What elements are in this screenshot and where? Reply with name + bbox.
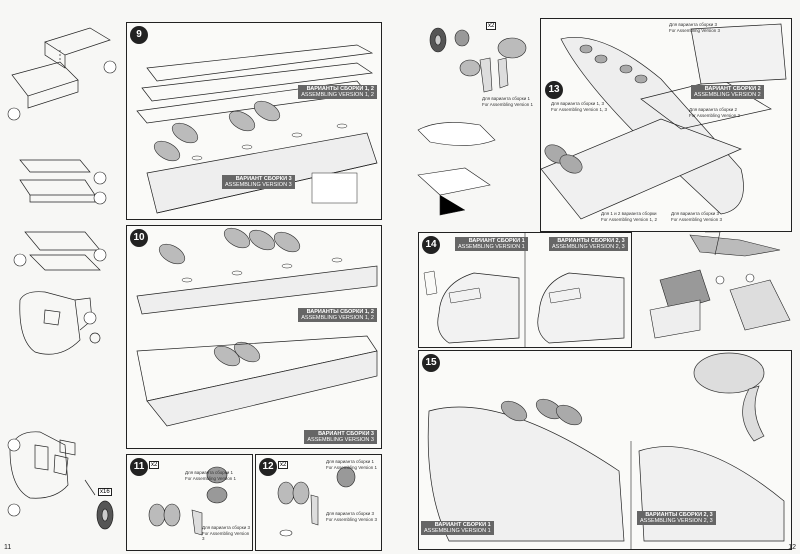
- left-page: x16 9: [4, 0, 401, 554]
- count-badge: x2: [149, 461, 160, 469]
- version-note: Для варианта сборки 3 For Assembling Ver…: [671, 211, 723, 222]
- version-banner: ВАРИАНТЫ СБОРКИ 2, 3 ASSEMBLING VERSION …: [637, 511, 716, 525]
- count-badge: x2: [278, 461, 289, 469]
- step-13-panel: 13 Для варианта сборки 3 For Assembling …: [540, 18, 792, 232]
- version-banner: ВАРИАНТ СБОРКИ 2 ASSEMBLING VERSION 2: [691, 85, 764, 99]
- step-11-drawing: [148, 466, 228, 536]
- version-banner: ВАРИАНТЫ СБОРКИ 2, 3 ASSEMBLING VERSION …: [549, 237, 628, 251]
- step-number: 15: [422, 354, 440, 372]
- step-13-drawing: [541, 23, 787, 220]
- step-9-panel: 9 ВАРИАНТЫ: [126, 22, 382, 220]
- page-number: 11: [4, 544, 12, 551]
- step-number: 9: [130, 26, 148, 44]
- version-note: Для варианта сборки 1, 3 For Assembling …: [551, 101, 608, 112]
- step-11-panel: 11 x2 Для варианта сборки 1 For Assembli…: [126, 454, 253, 551]
- version-banner: ВАРИАНТЫ СБОРКИ 1, 2 ASSEMBLING VERSION …: [298, 85, 377, 99]
- version-banner: ВАРИАНТ СБОРКИ 1 ASSEMBLING VERSION 1: [455, 237, 528, 251]
- page-number: 12: [788, 544, 796, 551]
- version-note: Для варианта сборки 3 For Assembling Ver…: [202, 525, 251, 541]
- version-banner: ВАРИАНТ СБОРКИ 3 ASSEMBLING VERSION 3: [304, 430, 377, 444]
- step-14-panel: 14 ВАРИАНТ СБОРКИ 1 ASSEMBLING VERSION 1…: [418, 232, 632, 348]
- step-15-panel: 15 ВАРИАНТ СБОРКИ 1 ASSEMBLING VERSION 1…: [418, 350, 792, 550]
- version-note: Для варианта сборки 1 For Assembling Ver…: [185, 470, 237, 481]
- right-margin-drawings: [417, 27, 527, 216]
- version-note: Для варианта сборки 1 For Assembling Ver…: [326, 459, 378, 470]
- version-banner: ВАРИАНТЫ СБОРКИ 1, 2 ASSEMBLING VERSION …: [298, 308, 377, 322]
- count-badge: x2: [486, 22, 497, 30]
- version-banner: ВАРИАНТ СБОРКИ 1 ASSEMBLING VERSION 1: [421, 521, 494, 535]
- left-margin-drawings: [7, 27, 117, 530]
- step-10-panel: 10 ВАРИАНТЫ СБОРКИ 1: [126, 225, 382, 449]
- step-number: 14: [422, 236, 440, 254]
- version-banner: ВАРИАНТ СБОРКИ 3 ASSEMBLING VERSION 3: [222, 175, 295, 189]
- step-number: 13: [545, 81, 563, 99]
- version-note: Для варианта сборки 1 For Assembling Ver…: [482, 96, 534, 107]
- version-note: Для варианта сборки 3 For Assembling Ver…: [669, 22, 721, 33]
- step-12-drawing: [277, 466, 356, 537]
- version-note: Для варианта сборки 2 For Assembling Ver…: [689, 107, 741, 118]
- count-badge: x16: [98, 488, 112, 496]
- step-number: 10: [130, 229, 148, 247]
- version-note: Для 1 и 2 варианта сборки For Assembling…: [601, 211, 658, 222]
- right-page: x2 Для варианта сборки 1 For Assembling …: [400, 0, 800, 554]
- step-number: 11: [130, 458, 148, 476]
- step-number: 12: [259, 458, 277, 476]
- step-15-drawing: [427, 352, 785, 549]
- version-note: Для варианта сборки 3 For Assembling Ver…: [326, 511, 378, 522]
- step-10-drawing: [136, 227, 378, 427]
- step-14-drawing: [423, 233, 625, 347]
- step-9-drawing: [136, 44, 378, 214]
- step-12-panel: 12 x2 Для варианта сборки 1 For Assembli…: [255, 454, 382, 551]
